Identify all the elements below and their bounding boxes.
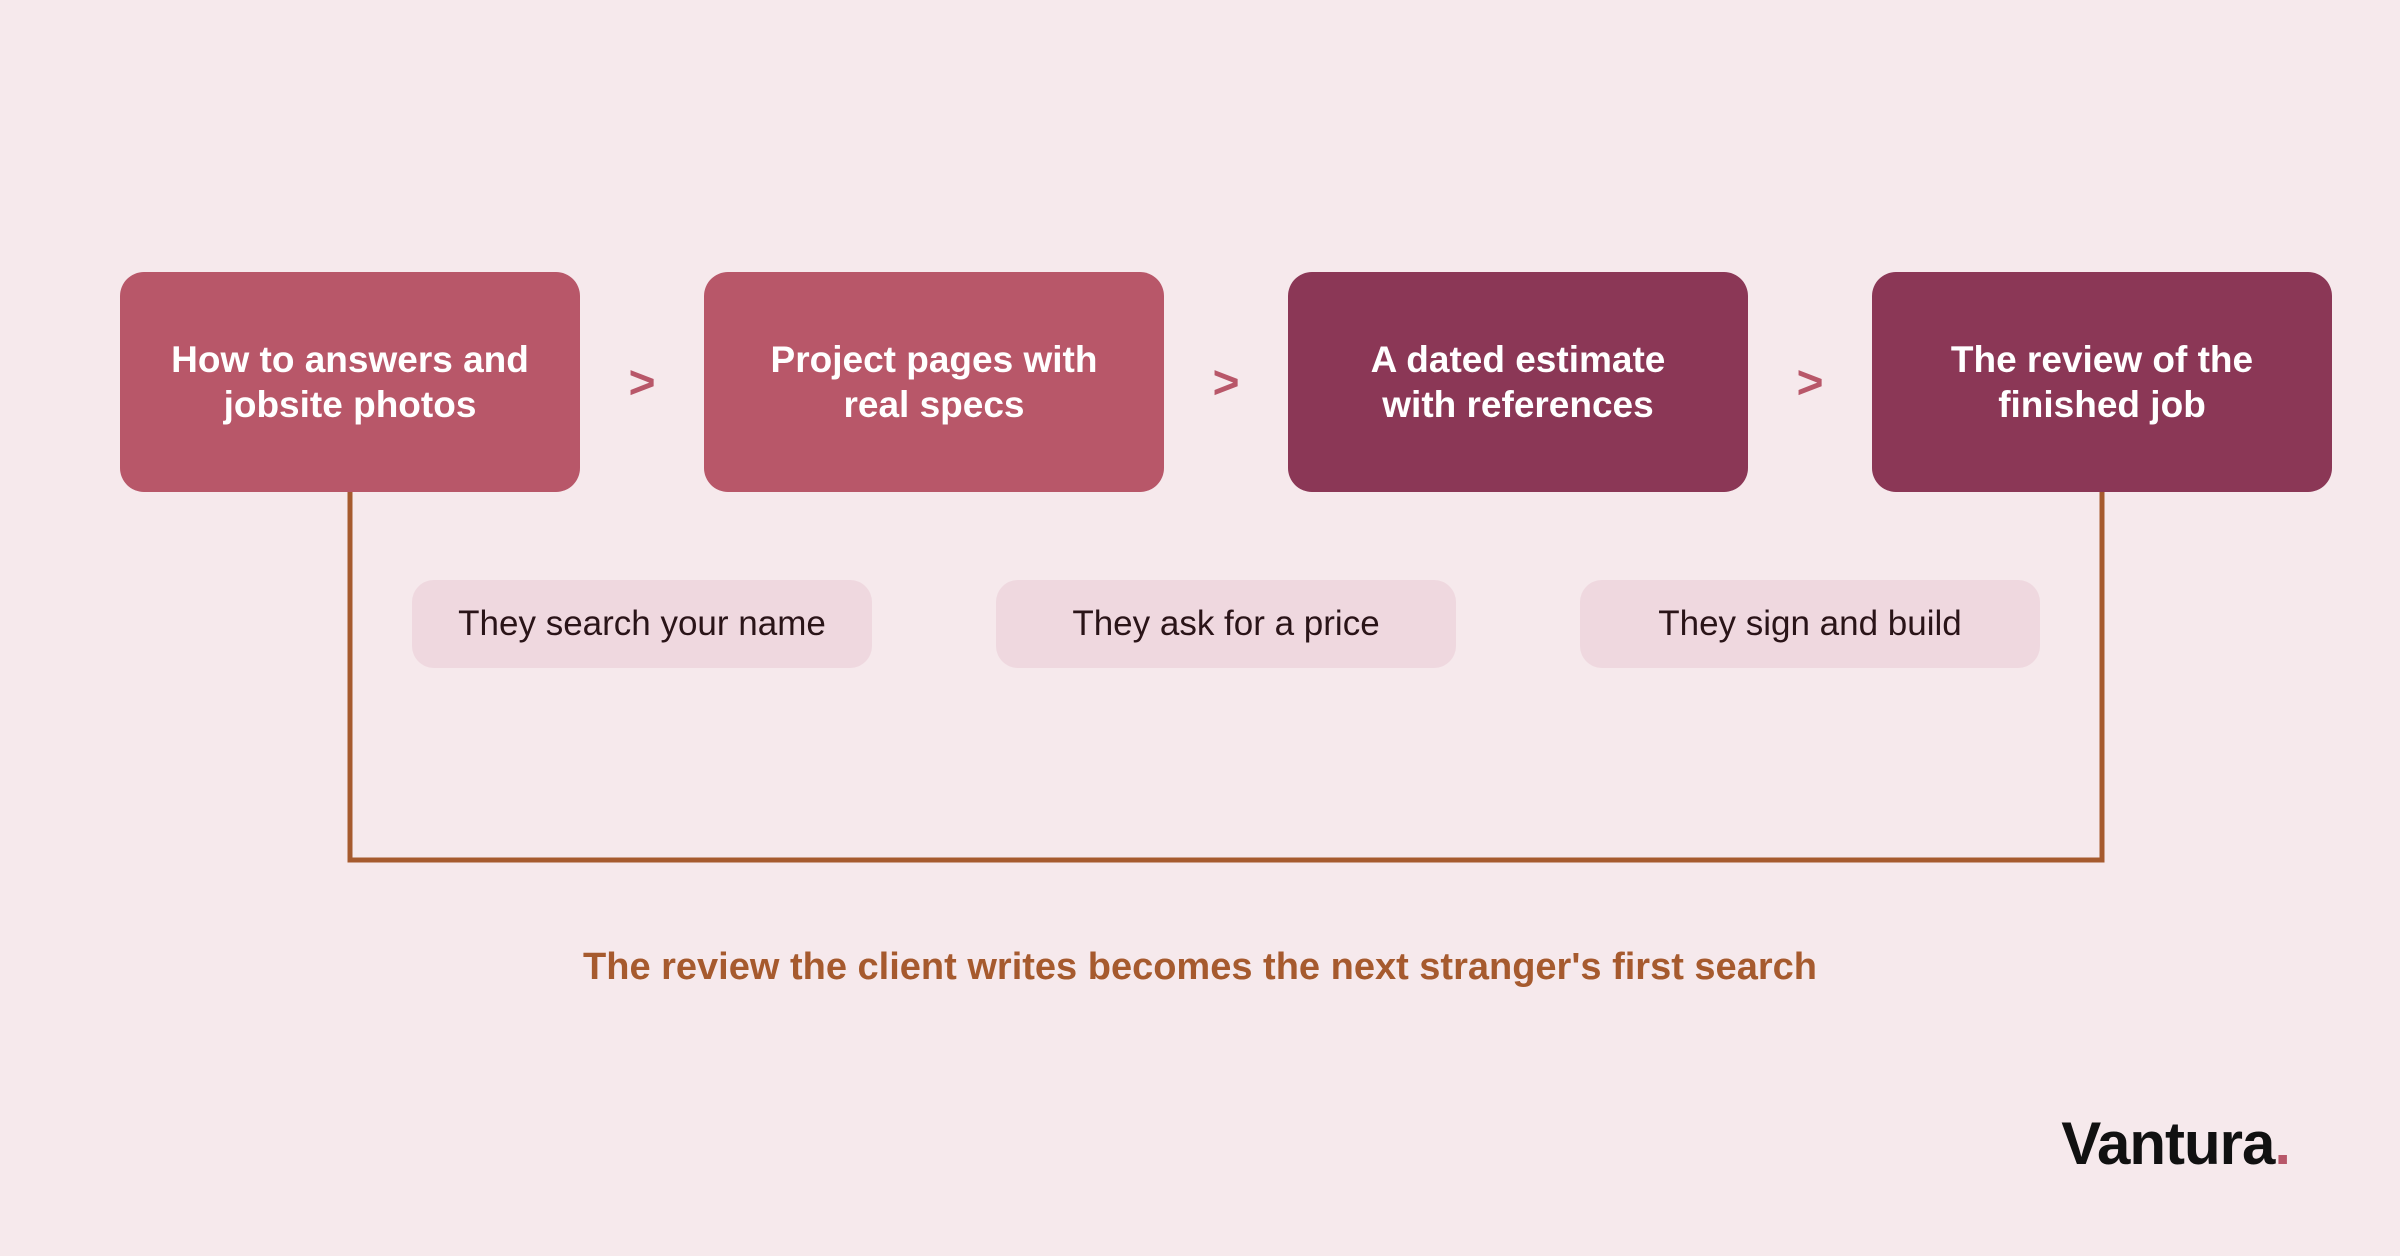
stage-project-pages: Project pages with real specs	[704, 272, 1164, 492]
stage-label-line: with references	[1382, 384, 1654, 425]
arrow-icon: >	[1212, 356, 1240, 408]
stage-label-line: finished job	[1998, 384, 2206, 425]
stage-label-line: real specs	[843, 384, 1025, 425]
stage-finished-job-review: The review of the finished job	[1872, 272, 2332, 492]
stage-label-line: How to answers and	[171, 339, 529, 380]
loop-caption: The review the client writes becomes the…	[583, 946, 1817, 988]
stage-label: A dated estimate with references	[1371, 337, 1666, 427]
brand-name: Vantura	[2061, 1110, 2275, 1177]
stage-dated-estimate: A dated estimate with references	[1288, 272, 1748, 492]
stage-answers-photos: How to answers and jobsite photos	[120, 272, 580, 492]
stage-label: How to answers and jobsite photos	[171, 337, 529, 427]
stage-label: Project pages with real specs	[771, 337, 1098, 427]
action-pill-search: They search your name	[412, 580, 872, 668]
action-pill-sign: They sign and build	[1580, 580, 2040, 668]
feedback-loop-line	[347, 492, 2105, 863]
stage-label-line: Project pages with	[770, 339, 1098, 380]
stage-label-line: The review of the	[1950, 339, 2254, 380]
action-pill-price: They ask for a price	[996, 580, 1456, 668]
brand-dot: .	[2274, 1110, 2291, 1177]
arrow-icon: >	[1796, 356, 1824, 408]
stage-label: The review of the finished job	[1951, 337, 2253, 427]
stage-label-line: A dated estimate	[1370, 339, 1666, 380]
brand-logo: Vantura.	[2061, 1108, 2291, 1180]
stage-label-line: jobsite photos	[223, 384, 477, 425]
arrow-icon: >	[628, 356, 656, 408]
